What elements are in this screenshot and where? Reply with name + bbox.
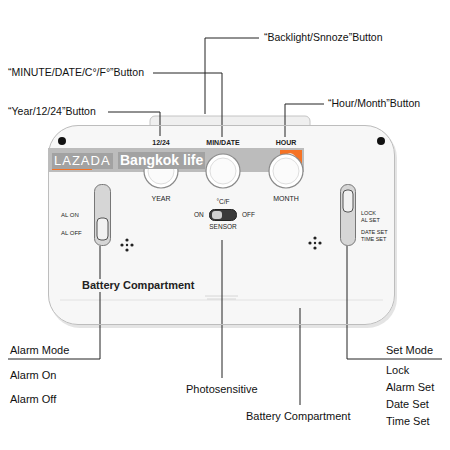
round-button-label: MONTH (273, 195, 299, 202)
sensor-switch: °C/FONOFFSENSOR (209, 209, 237, 221)
sensor-switch-label: °C/F (216, 199, 229, 206)
screw-dot (58, 137, 66, 145)
button-rim (206, 154, 240, 188)
callout-label: Date Set (386, 398, 429, 410)
round-button-label: HOUR (276, 139, 297, 146)
button-face (210, 158, 236, 184)
round-button-label: YEAR (151, 195, 170, 202)
alarm-switch: AL ONAL OFF (94, 184, 111, 246)
watermark-band (48, 148, 304, 172)
callout-label: Lock (386, 364, 409, 376)
switch-track (210, 210, 237, 221)
sensor-switch-outline (209, 209, 237, 221)
speaker-holes (120, 236, 321, 251)
switch-knob (212, 211, 222, 219)
callout-label: Time Set (386, 415, 430, 427)
mode-switch-label: LOCK (361, 211, 376, 217)
screw-dot (377, 137, 385, 145)
round-button-label: 12/24 (152, 139, 170, 146)
callout-label: Set Mode (386, 344, 433, 356)
clock-body-label: Battery Compartment (79, 279, 197, 292)
switch-track (341, 185, 356, 246)
switch-track (95, 185, 111, 246)
callout-label: “MINUTE/DATE/C°/F°”Button (8, 67, 144, 79)
mode-switch: LOCKAL SETDATE SETTIME SET (340, 184, 356, 246)
mode-switch-label: TIME SET (361, 237, 386, 243)
mode-switch-label: DATE SET (361, 230, 388, 236)
callout-label: “Year/12/24”Button (8, 106, 96, 118)
callout-label: Alarm On (10, 369, 56, 381)
callout-label: Photosensitive (186, 383, 258, 395)
switch-knob (97, 218, 108, 240)
callout-label: Battery Compartment (246, 410, 351, 422)
alarm-switch-label: AL ON (61, 212, 79, 218)
callout-label: “Hour/Month”Button (328, 98, 420, 110)
leader-lines (8, 38, 442, 405)
mode-switch-label: AL SET (361, 218, 380, 224)
round-button: HOURMONTH (268, 153, 304, 189)
switch-knob (343, 190, 353, 212)
watermark: Bangkok life (118, 152, 205, 169)
round-button-label: MIN/DATE (206, 139, 239, 146)
callout-label: Alarm Set (386, 381, 434, 393)
round-button-outline (268, 153, 304, 189)
sensor-switch-label: SENSOR (209, 224, 236, 231)
alarm-switch-label: AL OFF (61, 230, 82, 236)
sensor-switch-label: OFF (242, 212, 255, 219)
watermark: LAZADA (52, 153, 113, 169)
button-rim (269, 154, 303, 188)
mode-switch-outline (340, 184, 356, 246)
callout-label: Alarm Off (10, 393, 56, 405)
alarm-switch-outline (94, 184, 111, 246)
round-button-outline (205, 153, 241, 189)
callout-label: “Backlight/Snnoze”Button (264, 32, 382, 44)
button-face (273, 158, 299, 184)
callout-label: Alarm Mode (10, 344, 69, 356)
sensor-switch-label: ON (194, 212, 204, 219)
round-button: MIN/DATE (205, 153, 241, 189)
